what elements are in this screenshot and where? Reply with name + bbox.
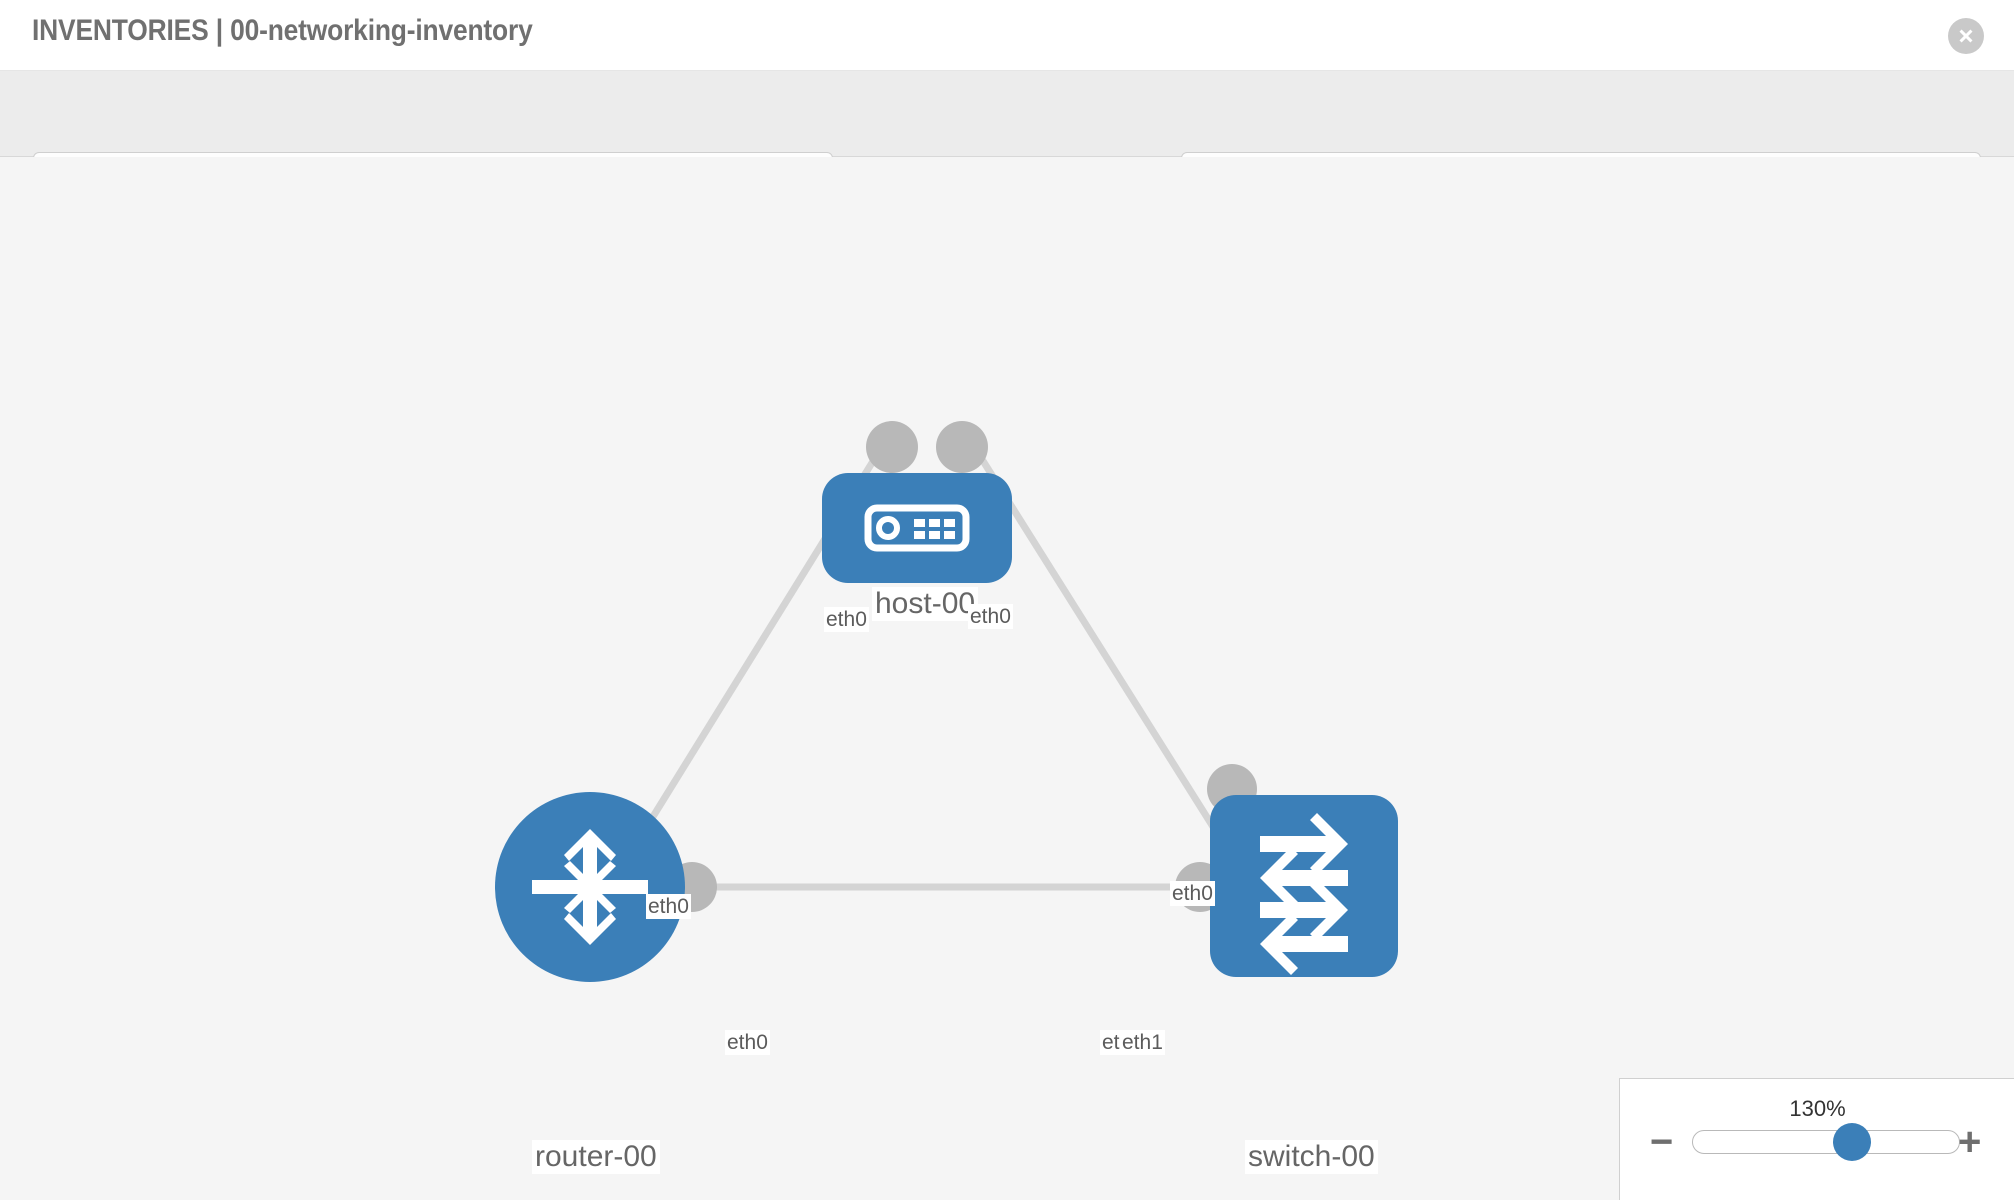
endpoint-host-right[interactable] — [936, 421, 988, 473]
node-router-00[interactable] — [495, 792, 685, 982]
zoom-control-panel: 130% − + — [1619, 1078, 2014, 1200]
close-icon[interactable] — [1948, 18, 1984, 54]
zoom-in-button[interactable]: + — [1958, 1120, 1982, 1164]
iface-label-host-right: eth0 — [968, 604, 1013, 629]
zoom-slider-thumb[interactable] — [1833, 1123, 1871, 1161]
page-title: INVENTORIES | 00-networking-inventory — [32, 14, 533, 47]
topology-graph — [495, 421, 1398, 982]
page-header: INVENTORIES | 00-networking-inventory — [0, 0, 2014, 71]
iface-label-router-right: eth0 — [725, 1030, 770, 1055]
node-label-router: router-00 — [532, 1140, 660, 1174]
toolbar: ACTIONS SEARCH — [0, 71, 2014, 206]
iface-label-switch-up: eth0 — [1170, 881, 1215, 906]
node-switch-00[interactable] — [1210, 795, 1398, 977]
topology-canvas[interactable]: host-00 router-00 switch-00 eth0 eth0 et… — [0, 157, 2014, 1200]
endpoint-host-left[interactable] — [866, 421, 918, 473]
iface-label-host-left: eth0 — [824, 607, 869, 632]
zoom-percent-label: 130% — [1789, 1096, 1846, 1121]
node-label-switch: switch-00 — [1245, 1140, 1378, 1174]
node-host-00[interactable] — [822, 473, 1012, 583]
iface-label-router-up: eth0 — [646, 894, 691, 919]
iface-label-switch-left: eth1 — [1120, 1030, 1165, 1055]
zoom-slider-track[interactable] — [1692, 1130, 1960, 1154]
node-label-host: host-00 — [872, 587, 979, 621]
zoom-out-button[interactable]: − — [1650, 1120, 1674, 1164]
